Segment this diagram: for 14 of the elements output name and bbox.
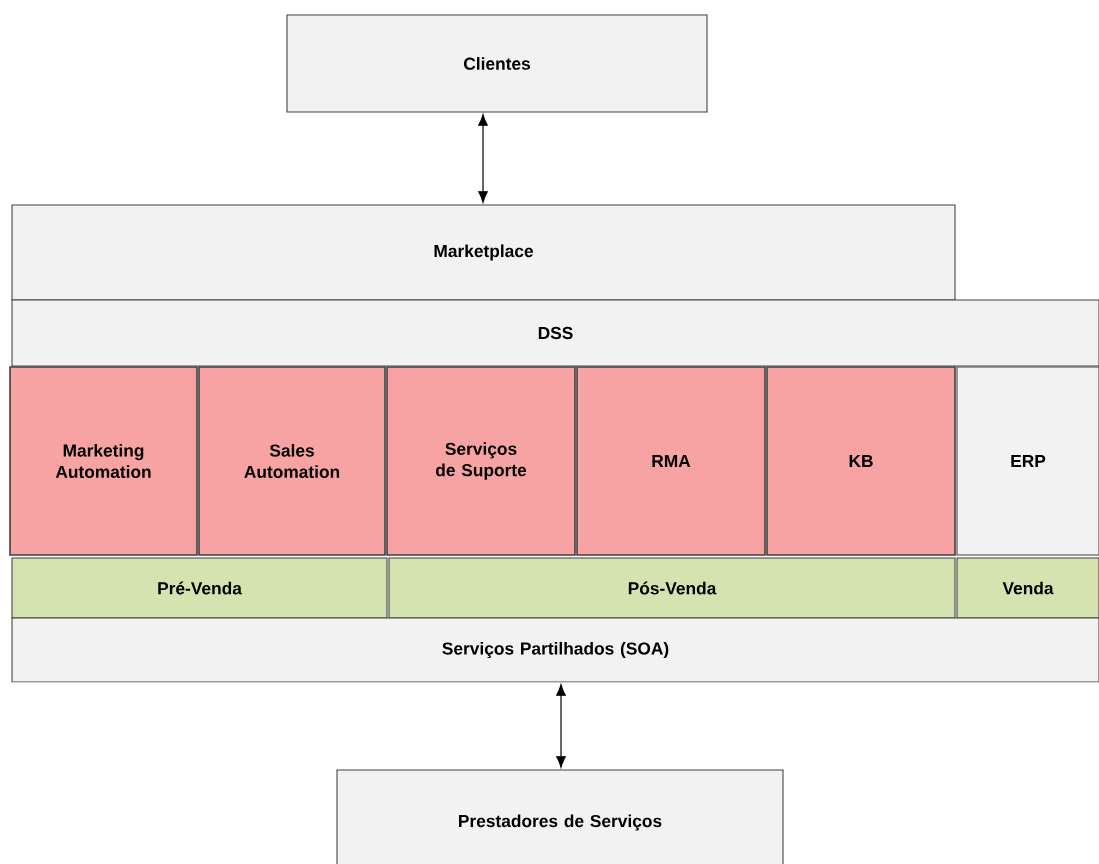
arrow: [478, 114, 488, 203]
module-box: ERP: [956, 366, 1099, 556]
phase-bar: Pré-Venda: [11, 557, 388, 619]
layer-band: Serviços Partilhados (SOA): [11, 617, 1099, 683]
phase-bar: Venda: [956, 557, 1099, 619]
layer-band: Marketplace: [11, 204, 956, 301]
module-box: Serviços de Suporte: [386, 366, 576, 556]
process-box: Prestadores de Serviços: [336, 769, 784, 864]
process-box: Clientes: [286, 14, 708, 113]
module-box: KB: [766, 366, 956, 556]
module-box: Sales Automation: [198, 366, 386, 556]
module-box: Marketing Automation: [9, 366, 198, 556]
arrow: [556, 684, 566, 768]
module-box: RMA: [576, 366, 766, 556]
